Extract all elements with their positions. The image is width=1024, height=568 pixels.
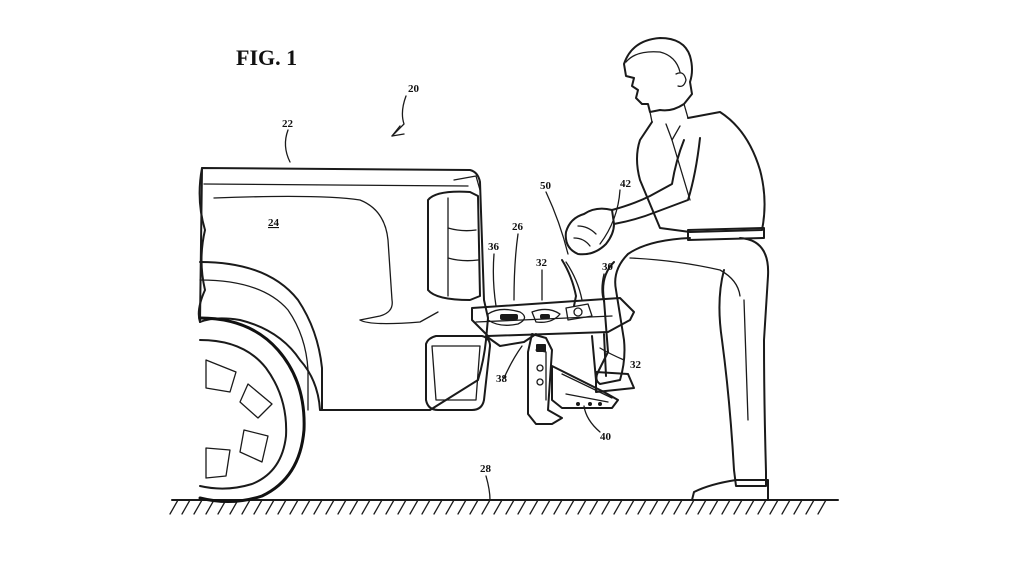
ground-hatch-mark [805,499,815,515]
ref-26: 26 [512,221,524,233]
ground-hatch-mark [793,499,803,515]
ground [169,499,839,515]
ground-hatch-mark [721,499,731,515]
ref-24: 24 [268,217,280,229]
ground-hatch-mark [481,499,491,515]
ground-hatch-mark [541,499,551,515]
ground-hatch-mark [253,499,263,515]
tailgate-step [471,259,635,425]
ground-hatch-mark [385,499,395,515]
ground-hatch-mark [193,499,203,515]
ground-hatch-mark [301,499,311,515]
ground-hatch-mark [817,499,827,515]
ground-hatch-mark [361,499,371,515]
ground-hatch-mark [565,499,575,515]
ref-40: 40 [600,431,612,443]
ground-hatch-mark [469,499,479,515]
person [564,37,770,501]
ground-hatch-mark [505,499,515,515]
ground-hatch-mark [289,499,299,515]
ground-hatch-mark [757,499,767,515]
ground-hatch-mark [769,499,779,515]
ground-hatch-mark [517,499,527,515]
ground-hatch-mark [589,499,599,515]
ground-hatch-mark [409,499,419,515]
figure-title: FIG. 1 [236,45,297,70]
reference-numerals: 20 22 24 26 36 32 30 50 42 32 38 40 28 [268,83,642,475]
ref-20: 20 [408,83,420,95]
ref-32-upper: 32 [536,257,548,269]
ground-hatch-mark [445,499,455,515]
ground-hatch-mark [661,499,671,515]
ground-hatch-mark [781,499,791,515]
ground-hatch-mark [421,499,431,515]
ground-hatch-mark [733,499,743,515]
ground-hatch-mark [433,499,443,515]
ref-50: 50 [540,180,552,192]
ground-hatch-mark [685,499,695,515]
ground-hatch-mark [673,499,683,515]
ref-36: 36 [488,241,500,253]
ground-hatch-mark [169,499,179,515]
ground-hatch-mark [373,499,383,515]
ground-hatch-mark [337,499,347,515]
ground-hatch-mark [397,499,407,515]
ground-hatch-mark [241,499,251,515]
ground-hatch-mark [325,499,335,515]
ground-hatch-mark [313,499,323,515]
ref-32-lower: 32 [630,359,642,371]
ground-hatch-mark [493,499,503,515]
leader-lines [284,95,625,501]
ref-38: 38 [496,373,508,385]
ground-hatch-mark [529,499,539,515]
truck-bed [197,167,491,411]
ground-hatch-mark [649,499,659,515]
ref-42: 42 [620,178,632,190]
ground-hatch-mark [349,499,359,515]
ref-22: 22 [282,118,294,130]
wheel [198,316,306,503]
ground-hatch-mark [613,499,623,515]
ground-hatch-mark [697,499,707,515]
ground-hatch-mark [457,499,467,515]
ref-28: 28 [480,463,492,475]
ref-30: 30 [602,261,614,273]
ground-hatch-mark [709,499,719,515]
ground-hatch-mark [577,499,587,515]
ground-hatch-mark [205,499,215,515]
ground-hatch-mark [553,499,563,515]
ground-hatch-mark [265,499,275,515]
ground-hatch-mark [181,499,191,515]
ground-hatch-mark [637,499,647,515]
ground-hatch-mark [277,499,287,515]
ground-hatch-mark [625,499,635,515]
ground-hatch-mark [745,499,755,515]
ground-hatch-mark [601,499,611,515]
